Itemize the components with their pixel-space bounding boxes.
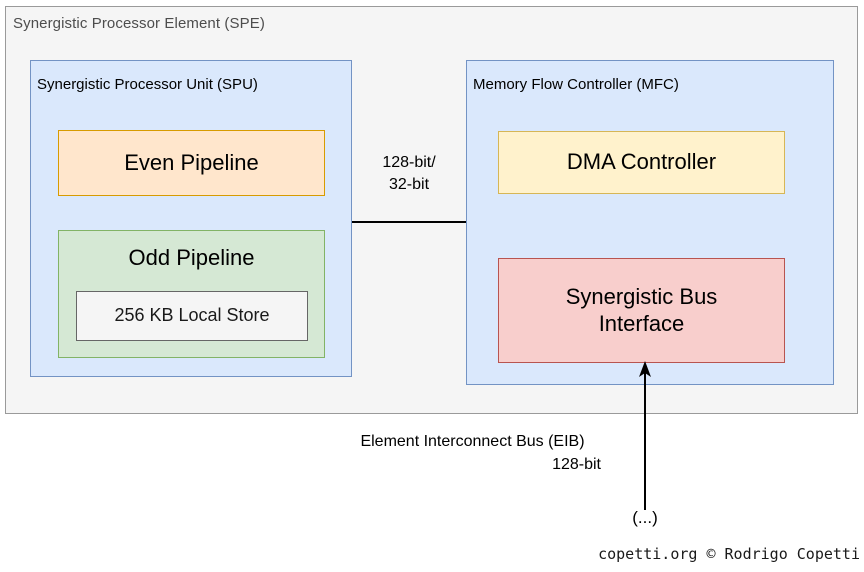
dma-controller-node: DMA Controller: [498, 131, 785, 194]
eib-arrow-icon: [639, 361, 651, 510]
eib-label-line1: Element Interconnect Bus (EIB): [360, 433, 585, 450]
spu-container-label: Synergistic Processor Unit (SPU): [37, 76, 258, 93]
spu-mfc-label-line2: 32-bit: [388, 175, 430, 193]
spe-container-label: Synergistic Processor Element (SPE): [13, 15, 265, 32]
even-pipeline-node: Even Pipeline: [58, 130, 325, 196]
spu-mfc-label-line1: 128-bit/: [382, 154, 436, 171]
synergistic-bus-interface-label: Synergistic Bus Interface: [566, 284, 718, 338]
local-store-node: 256 KB Local Store: [76, 291, 308, 341]
copyright-credit: copetti.org © Rodrigo Copetti: [598, 545, 860, 563]
synergistic-bus-interface-node: Synergistic Bus Interface: [498, 258, 785, 363]
eib-endpoint-label: (...): [632, 508, 658, 527]
sbi-label-line1: Synergistic Bus: [565, 283, 718, 309]
eib-connector-label: Element Interconnect Bus (EIB) 128-bit: [300, 430, 645, 476]
sbi-label-line2: Interface: [598, 310, 685, 336]
eib-label-line2: 128-bit: [552, 456, 601, 474]
odd-pipeline-node: Odd Pipeline 256 KB Local Store: [58, 230, 325, 358]
mfc-container-label: Memory Flow Controller (MFC): [473, 76, 679, 93]
spu-mfc-connector-label: 128-bit/ 32-bit: [352, 152, 466, 195]
odd-pipeline-label: Odd Pipeline: [128, 245, 255, 270]
spu-mfc-connector-line: [352, 221, 466, 223]
